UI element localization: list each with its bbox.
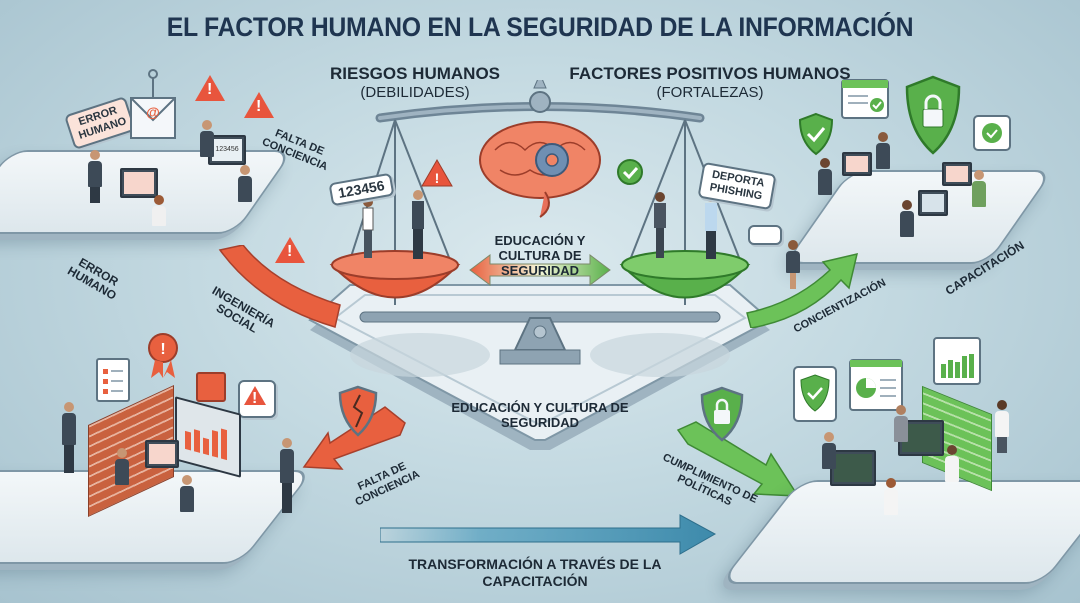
strengths-header: FACTORES POSITIVOS HUMANOS (FORTALEZAS) [560, 64, 860, 102]
svg-text:!: ! [160, 341, 165, 358]
person-figure [972, 170, 986, 207]
person-figure [945, 445, 959, 482]
shield-check-icon [798, 112, 834, 156]
phishing-email-icon: @ [130, 69, 176, 139]
warning-badge-icon: ! [148, 333, 178, 378]
person-figure [822, 432, 836, 469]
monitor [842, 152, 872, 176]
broken-shield-icon [338, 385, 378, 437]
document-check-icon [841, 79, 889, 119]
risks-header: RIESGOS HUMANOS (DEBILIDADES) [300, 64, 530, 102]
person-figure [876, 132, 890, 169]
balance-scale-icon: ! [329, 80, 751, 365]
concientizacion-arrow [746, 252, 859, 328]
person-figure [786, 240, 800, 289]
badge-check-icon [973, 115, 1011, 151]
person-figure [900, 200, 914, 237]
laptop [145, 440, 179, 468]
warning-bubble [238, 380, 276, 418]
person-figure [152, 195, 166, 226]
bar-chart-bubble-icon [933, 337, 981, 385]
shield-lock-icon [700, 386, 744, 442]
warning-icon [275, 237, 305, 263]
person-figure [115, 448, 129, 485]
svg-text:!: ! [435, 170, 440, 186]
scale-center-label: EDUCACIÓN Y CULTURA DE SEGURIDAD [494, 233, 586, 278]
warning-icon [195, 75, 225, 101]
person-figure [238, 165, 252, 202]
chat-bubble-icon [748, 225, 782, 245]
strengths-title: FACTORES POSITIVOS HUMANOS [569, 64, 851, 83]
pie-chart-bubble-icon [849, 359, 903, 411]
platform-label: EDUCACIÓN Y CULTURA DE SEGURIDAD [451, 400, 629, 430]
checklist-icon [96, 358, 130, 402]
error-humano-bubble: ERROR HUMANO [64, 95, 136, 151]
person-figure [88, 150, 102, 203]
person-figure [62, 402, 76, 473]
warning-icon [244, 92, 274, 118]
error-humano-floor-label: ERROR HUMANO [65, 255, 121, 303]
ingenieria-social-arrow [218, 245, 341, 328]
page-title: EL FACTOR HUMANO EN LA SEGURIDAD DE LA I… [166, 12, 914, 42]
transformation-arrow [380, 514, 717, 555]
person-figure [200, 120, 214, 157]
warning-monitor [120, 168, 158, 198]
bar-chart-icon [185, 428, 227, 461]
monitor [942, 162, 972, 186]
risks-subtitle: (DEBILIDADES) [360, 84, 470, 101]
transformation-label: TRANSFORMACIÓN A TRAVÉS DE LA CAPACITACI… [408, 556, 662, 589]
person-figure [180, 475, 194, 512]
risks-title: RIESGOS HUMANOS [329, 64, 501, 83]
person-figure [818, 158, 832, 195]
person-figure [894, 405, 908, 442]
person-figure [995, 400, 1009, 453]
shield-check-bubble-icon [793, 366, 837, 422]
person-figure [884, 478, 898, 515]
svg-text:@: @ [146, 104, 160, 120]
shield-lock-icon [905, 75, 961, 155]
strengths-subtitle: (FORTALEZAS) [656, 84, 764, 101]
monitor [918, 190, 948, 216]
lock-monitor [830, 450, 876, 486]
chart-monitor [175, 396, 241, 478]
person-figure [280, 438, 294, 513]
alert-icon [196, 372, 226, 402]
